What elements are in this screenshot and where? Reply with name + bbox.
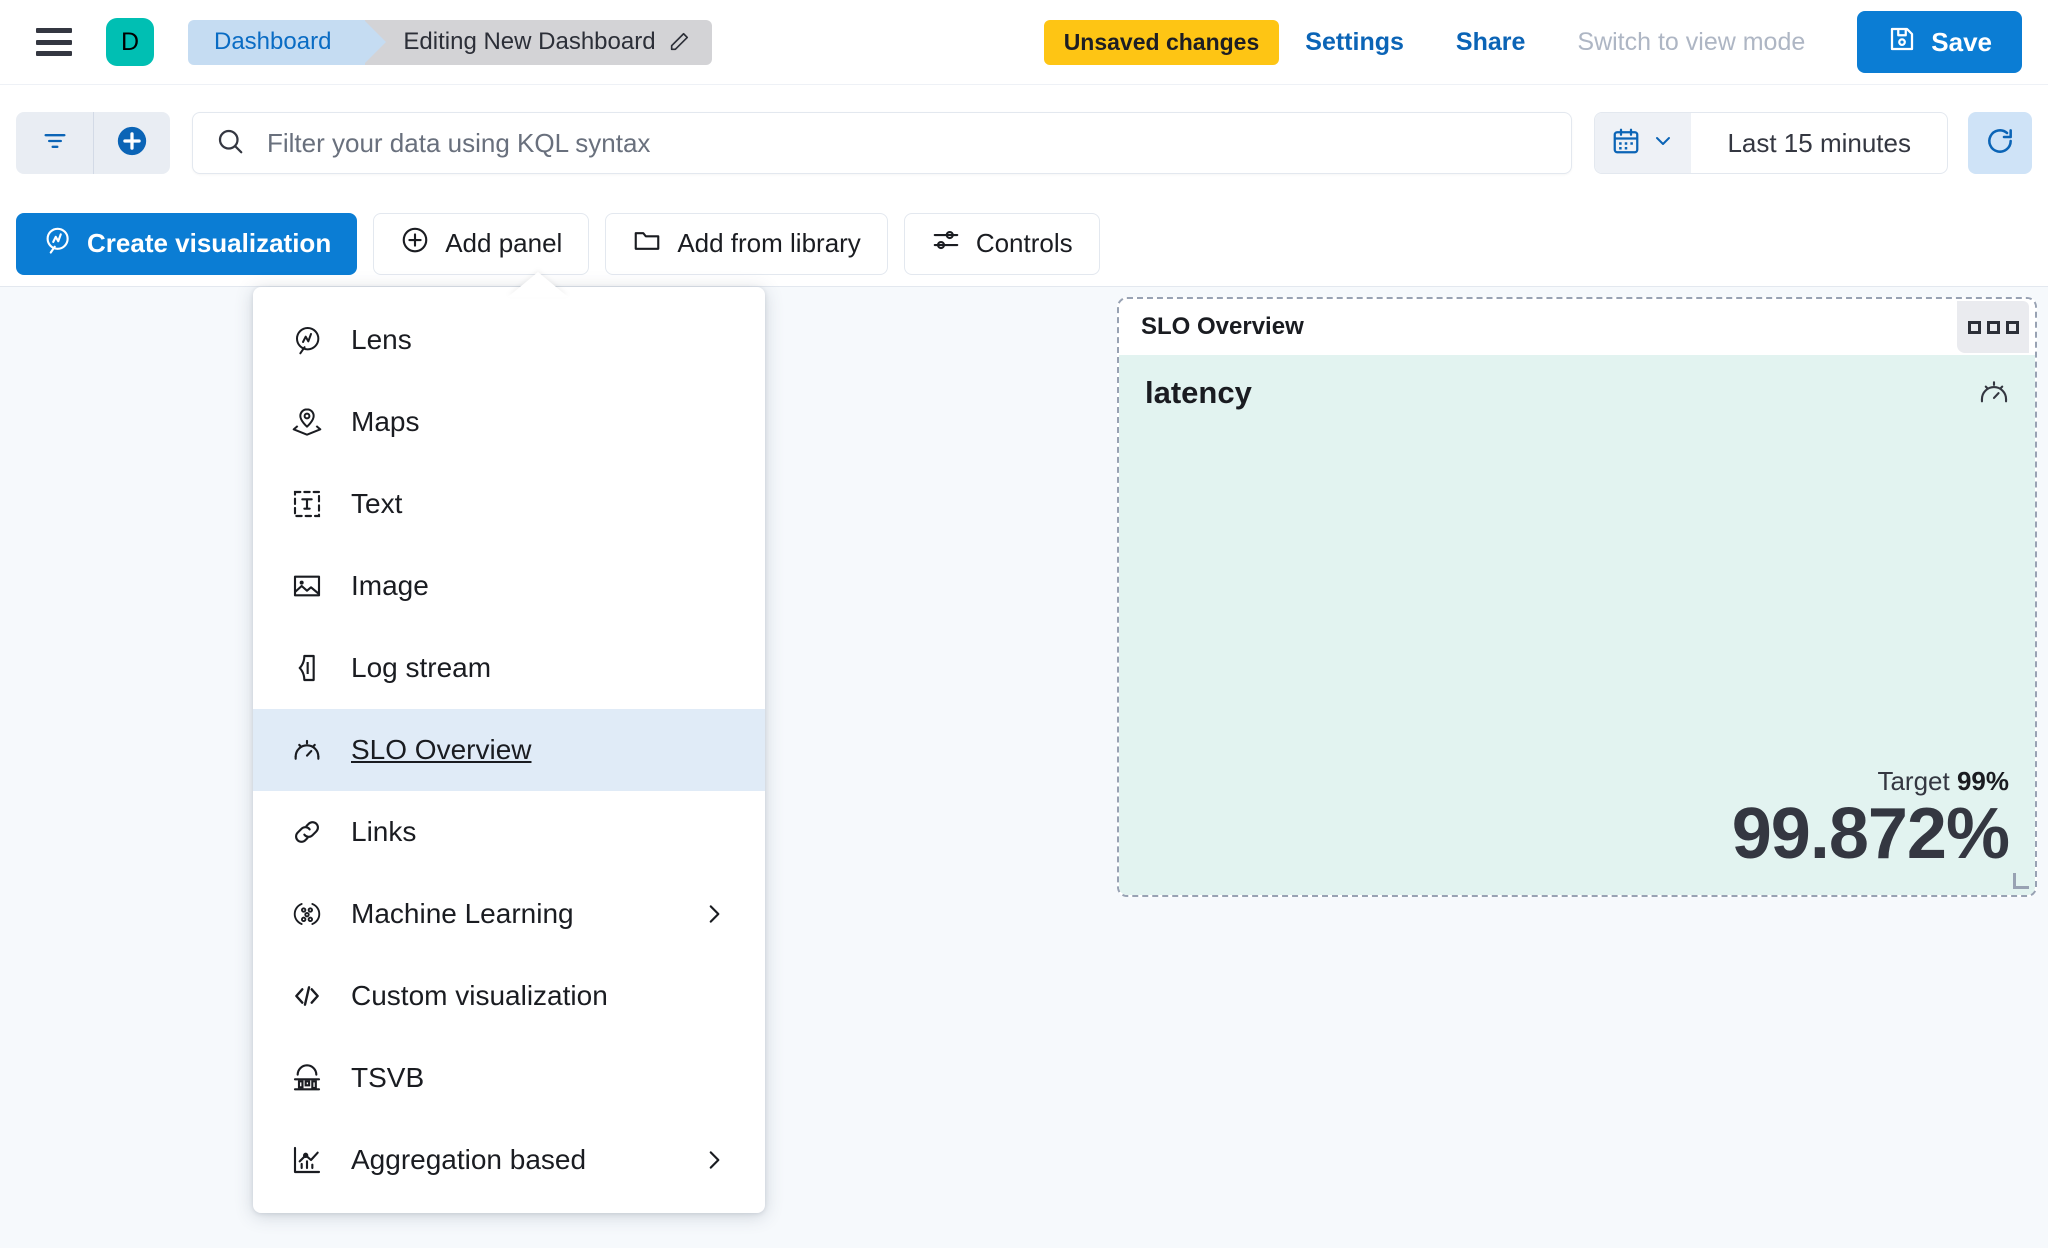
breadcrumb: Dashboard Editing New Dashboard: [188, 19, 712, 65]
text-box-icon: [291, 488, 323, 520]
chevron-right-icon: [701, 1147, 727, 1173]
avatar[interactable]: D: [106, 18, 154, 66]
slo-target-label: Target: [1877, 766, 1950, 797]
plus-circle-icon: [400, 225, 430, 262]
create-visualization-button[interactable]: Create visualization: [16, 212, 358, 275]
menu-item-maps[interactable]: Maps: [253, 381, 765, 463]
search-icon: [215, 126, 245, 161]
time-range-value[interactable]: Last 15 minutes: [1727, 127, 1911, 158]
panel-title: SLO Overview: [1141, 313, 1304, 340]
add-panel-popover-menu: Lens Maps Text Image: [253, 287, 765, 1213]
menu-item-lens[interactable]: Lens: [253, 299, 765, 381]
aggregation-chart-icon: [291, 1144, 323, 1176]
save-disk-icon: [1887, 24, 1917, 61]
switch-to-view-mode-button[interactable]: Switch to view mode: [1577, 27, 1806, 56]
machine-learning-icon: [291, 898, 323, 930]
menu-item-image[interactable]: Image: [253, 545, 765, 627]
pencil-icon[interactable]: [668, 31, 690, 53]
top-header-bar: D Dashboard Editing New Dashboard Unsave…: [0, 0, 2048, 85]
controls-label: Controls: [975, 228, 1073, 258]
slo-name: latency: [1145, 375, 1252, 410]
popover-caret: [508, 272, 568, 297]
menu-item-label: Text: [351, 488, 403, 519]
map-marker-icon: [291, 406, 323, 438]
add-from-library-button[interactable]: Add from library: [605, 212, 888, 275]
controls-icon: [931, 225, 961, 262]
panel-resize-handle[interactable]: [2013, 873, 2029, 889]
search-input[interactable]: Filter your data using KQL syntax: [192, 112, 1573, 174]
gauge-icon: [1977, 375, 2011, 414]
menu-item-label: Custom visualization: [351, 980, 608, 1011]
filter-options-button[interactable]: [16, 112, 93, 174]
chevron-right-icon: [701, 901, 727, 927]
add-filter-button[interactable]: [93, 112, 170, 174]
menu-item-slo-overview[interactable]: SLO Overview: [253, 709, 765, 791]
menu-item-text[interactable]: Text: [253, 463, 765, 545]
calendar-icon: [1611, 126, 1641, 161]
plus-circle-icon: [115, 124, 149, 163]
add-panel-label: Add panel: [445, 228, 563, 258]
controls-button[interactable]: Controls: [903, 212, 1100, 275]
panel-context-menu-icon[interactable]: [1957, 301, 2029, 353]
breadcrumb-item-dashboard[interactable]: Dashboard: [188, 19, 387, 65]
header-actions: Unsaved changes Settings Share Switch to…: [1043, 11, 2048, 73]
panel-header: SLO Overview: [1119, 299, 2035, 355]
image-icon: [291, 570, 323, 602]
slo-target-value: 99%: [1956, 766, 2009, 797]
filter-button-group: [16, 112, 170, 174]
refresh-icon: [1984, 125, 2016, 162]
add-from-library-label: Add from library: [677, 228, 861, 258]
breadcrumb-current-label: Editing New Dashboard: [403, 28, 656, 55]
gauge-icon: [291, 734, 323, 766]
breadcrumb-item-current[interactable]: Editing New Dashboard: [365, 19, 712, 65]
dashboard-toolbar: Create visualization Add panel Add from …: [0, 201, 2048, 287]
date-range-picker: Last 15 minutes: [1594, 112, 1948, 174]
save-button[interactable]: Save: [1857, 11, 2022, 73]
menu-item-tsvb[interactable]: TSVB: [253, 1037, 765, 1119]
menu-item-label: Aggregation based: [351, 1144, 587, 1175]
filter-icon: [41, 127, 69, 160]
chevron-down-icon: [1651, 129, 1675, 158]
menu-item-machine-learning[interactable]: Machine Learning: [253, 873, 765, 955]
menu-item-custom-visualization[interactable]: Custom visualization: [253, 955, 765, 1037]
menu-item-label: Maps: [351, 406, 420, 437]
menu-item-aggregation-based[interactable]: Aggregation based: [253, 1119, 765, 1201]
menu-item-label: Links: [351, 816, 417, 847]
query-bar: Filter your data using KQL syntax: [0, 85, 2048, 201]
tsvb-chart-icon: [291, 1062, 323, 1094]
lens-icon: [291, 324, 323, 356]
search-placeholder-text: Filter your data using KQL syntax: [267, 127, 651, 158]
menu-item-links[interactable]: Links: [253, 791, 765, 873]
date-quick-select-button[interactable]: [1595, 113, 1692, 173]
slo-target: Target 99%: [1145, 766, 2009, 797]
lens-icon: [42, 225, 72, 262]
slo-current-value: 99.872%: [1731, 794, 2010, 875]
create-visualization-label: Create visualization: [87, 228, 332, 258]
menu-item-label: TSVB: [351, 1062, 425, 1093]
menu-item-label: Lens: [351, 324, 412, 355]
share-button[interactable]: Share: [1455, 27, 1526, 56]
menu-item-label: SLO Overview: [351, 734, 532, 765]
add-panel-button[interactable]: Add panel: [373, 212, 590, 275]
breadcrumb-dashboard-label: Dashboard: [214, 28, 332, 55]
menu-item-label: Image: [351, 570, 429, 601]
dashboard-panel-slo-overview[interactable]: SLO Overview latency Target 99% 99.872%: [1117, 297, 2037, 897]
refresh-button[interactable]: [1968, 112, 2032, 174]
log-stream-icon: [291, 652, 323, 684]
avatar-letter: D: [120, 27, 140, 56]
slo-footer: Target 99% 99.872%: [1145, 766, 2010, 875]
unsaved-changes-badge[interactable]: Unsaved changes: [1043, 19, 1280, 65]
menu-item-label: Log stream: [351, 652, 492, 683]
code-icon: [291, 980, 323, 1012]
panel-body: latency Target 99% 99.872%: [1119, 355, 2035, 895]
link-icon: [291, 816, 323, 848]
hamburger-menu-icon[interactable]: [36, 28, 72, 56]
menu-item-log-stream[interactable]: Log stream: [253, 627, 765, 709]
folder-icon: [632, 225, 662, 262]
save-button-label: Save: [1931, 26, 1992, 57]
settings-button[interactable]: Settings: [1305, 27, 1404, 56]
menu-item-label: Machine Learning: [351, 898, 574, 929]
